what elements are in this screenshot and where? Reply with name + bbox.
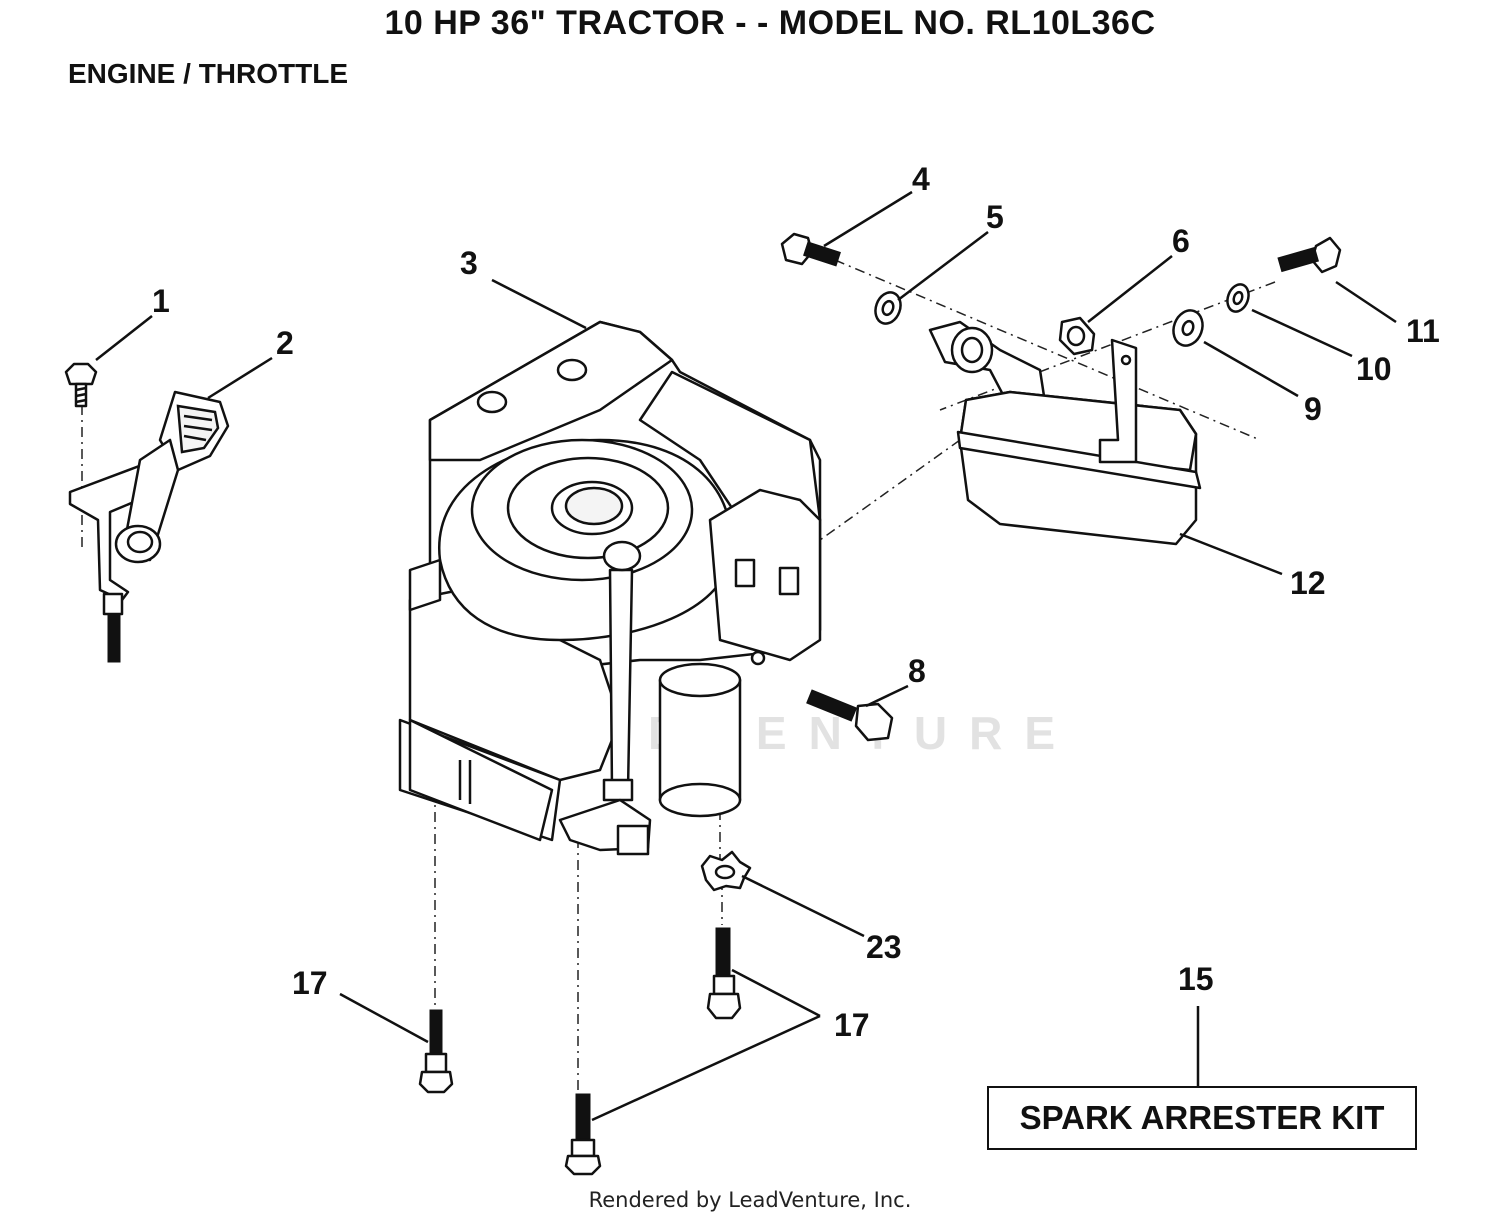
callout-23: 23	[866, 929, 902, 965]
part-17-bolt-middle[interactable]	[706, 927, 742, 1020]
part-9-washer[interactable]	[1169, 306, 1208, 349]
callout-4: 4	[912, 161, 930, 197]
part-5-washer[interactable]	[871, 289, 904, 327]
spark-arrester-kit-label: SPARK ARRESTER KIT	[987, 1086, 1417, 1150]
page-title: 10 HP 36" TRACTOR - - MODEL NO. RL10L36C	[384, 4, 1156, 42]
part-1-bolt[interactable]	[64, 362, 98, 408]
assembly-lines	[81, 259, 1276, 1095]
part-8-bolt[interactable]	[806, 689, 894, 742]
part-3-engine[interactable]	[398, 320, 822, 856]
part-10-lock-washer[interactable]	[1224, 281, 1252, 314]
part-11-bolt[interactable]	[1277, 236, 1342, 274]
section-subtitle: ENGINE / THROTTLE	[68, 58, 348, 89]
callout-8: 8	[908, 653, 926, 689]
callout-2: 2	[276, 325, 294, 361]
part-23-star-washer[interactable]	[700, 850, 752, 892]
callout-15: 15	[1178, 961, 1214, 997]
callout-12: 12	[1290, 565, 1326, 601]
footer-text: Rendered by LeadVenture, Inc.	[588, 1188, 912, 1212]
callout-10: 10	[1356, 351, 1392, 387]
part-17-bolt-bottom[interactable]	[564, 1093, 602, 1176]
part-6-gasket[interactable]	[1058, 316, 1096, 356]
footer-credit: Rendered by LeadVenture, Inc.	[0, 1188, 1500, 1212]
part-4-bolt[interactable]	[780, 232, 841, 267]
callout-17-left: 17	[292, 965, 328, 1001]
part-12-muffler[interactable]	[928, 320, 1202, 546]
callout-3: 3	[460, 245, 478, 281]
callout-9: 9	[1304, 391, 1322, 427]
callout-numbers: 1 2 3 4 5 6 8 9 10 11 12 15 17 17 23	[152, 161, 1440, 1043]
callout-1: 1	[152, 283, 170, 319]
leader-lines	[95, 190, 1397, 1122]
part-17-bolt-left[interactable]	[418, 1009, 454, 1094]
callout-6: 6	[1172, 223, 1190, 259]
callout-5: 5	[986, 199, 1004, 235]
part-2-throttle-control[interactable]	[68, 390, 230, 663]
callout-11: 11	[1406, 313, 1440, 349]
callout-17-right: 17	[834, 1007, 870, 1043]
